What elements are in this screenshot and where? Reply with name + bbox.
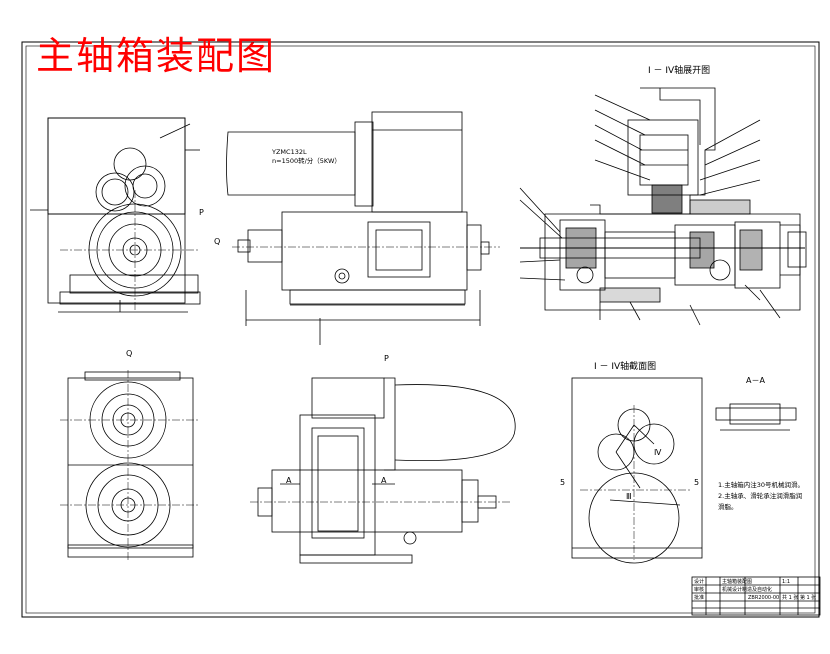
title-block-checker: 审核 <box>694 587 705 593</box>
title-block-drawing-no: ZBR2000-00 <box>748 595 780 601</box>
title-block-sheet: 共 1 张 第 1 张 <box>782 595 817 601</box>
technical-notes: 1.主轴箱内注30号机械润滑。 2.主轴承、滑轮承注润滑脂润 滑脂。 <box>718 480 804 513</box>
note-line-3: 滑脂。 <box>718 503 738 511</box>
gear-section-bottom-right <box>571 377 703 564</box>
title-block-name: 主轴箱装配图 <box>722 579 753 585</box>
mark-5-right: 5 <box>694 478 700 487</box>
view-p-bottom-middle <box>250 377 516 564</box>
title-block-designer: 设计 <box>694 579 705 585</box>
outer-frame <box>21 41 820 618</box>
motor-model: YZMC132L <box>272 148 307 156</box>
label-p-top: P <box>199 208 204 217</box>
expanded-section-top-right <box>519 87 807 326</box>
title-block-scale: 1:1 <box>782 579 791 585</box>
title-block-grid <box>691 576 821 616</box>
view-q-bottom-left <box>60 370 200 560</box>
label-cross-section: I － IV轴截面图 <box>594 362 657 372</box>
title-block-school: 机械设计制造及自动化 <box>722 587 773 593</box>
inner-frame <box>25 45 816 614</box>
mark-5-left: 5 <box>560 478 566 487</box>
label-view-q: Q <box>126 349 133 358</box>
label-q-top: Q <box>214 237 221 246</box>
label-section-aa: A－A <box>746 376 765 385</box>
motor-speed: n=1500转/分（5KW） <box>272 157 341 165</box>
title-block: 主轴箱装配图 机械设计制造及自动化 设计 审核 批准 ZBR2000-00 1:… <box>692 577 820 615</box>
mark-iv: Ⅳ <box>654 448 662 457</box>
label-a-right: A <box>381 476 387 485</box>
label-a-left: A <box>286 476 292 485</box>
title-block-approver: 批准 <box>694 595 705 601</box>
label-view-p: P <box>384 354 389 363</box>
label-expanded-section: I － IV轴展开图 <box>648 66 711 76</box>
note-line-2: 2.主轴承、滑轮承注润滑脂润 <box>718 492 803 500</box>
mark-iii: Ⅲ <box>626 492 632 501</box>
section-aa-detail <box>715 403 797 431</box>
end-view-top-left <box>30 117 201 313</box>
drawing-title: 主轴箱装配图 <box>36 34 277 78</box>
note-line-1: 1.主轴箱内注30号机械润滑。 <box>718 481 804 489</box>
side-view-top-middle <box>226 111 500 345</box>
